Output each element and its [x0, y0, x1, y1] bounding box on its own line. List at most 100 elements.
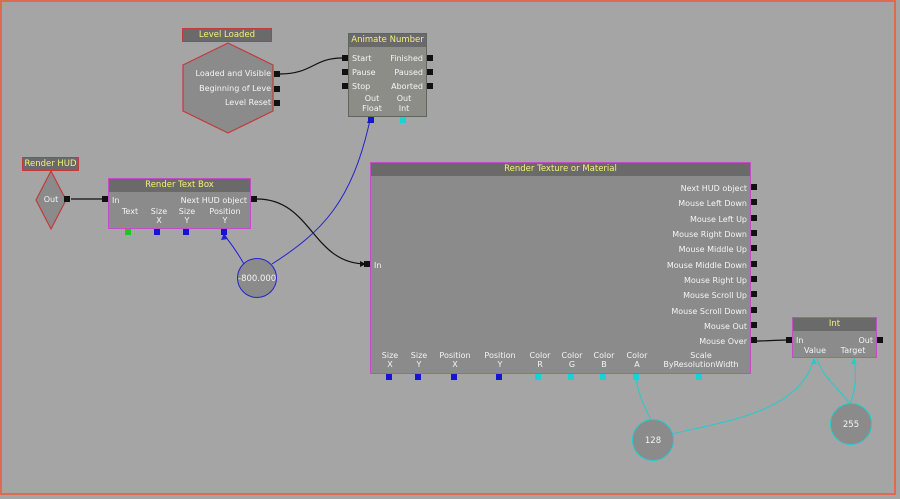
output-plug-int-out[interactable]: [877, 337, 883, 343]
level-loaded-event-body[interactable]: [182, 42, 274, 134]
output-plug-mouse-middle-down[interactable]: [751, 261, 757, 267]
var-link-scale[interactable]: [696, 374, 702, 380]
arrow-int-value: [811, 358, 817, 364]
var-link-color-a[interactable]: [633, 374, 639, 380]
int-variable-255-node[interactable]: 255: [830, 403, 872, 445]
var-link-animate-out-float[interactable]: [368, 117, 374, 123]
text-box-var-text: Text: [121, 207, 139, 216]
output-plug-mouse-scroll-up[interactable]: [751, 291, 757, 297]
animate-in-stop: Stop: [352, 82, 371, 91]
texture-var-size-x-l1: Size: [381, 351, 399, 360]
text-box-var-size-x-l1: Size: [150, 207, 168, 216]
output-plug-mouse-left-down[interactable]: [751, 199, 757, 205]
text-box-var-position-l1: Position: [209, 207, 241, 216]
render-hud-out-label: Out: [43, 195, 59, 204]
output-plug-mouse-out[interactable]: [751, 322, 757, 328]
animate-number-node[interactable]: Animate Number Start Pause Stop Finished…: [348, 33, 427, 117]
texture-var-color-a-l1: Color: [626, 351, 648, 360]
texture-var-size-x-l2: X: [387, 360, 393, 369]
output-plug-loaded-and-visible[interactable]: [274, 71, 280, 77]
texture-var-color-r-l2: R: [537, 360, 543, 369]
int-node-title: Int: [793, 318, 876, 331]
animate-var-out-int-line1: Out: [396, 94, 412, 103]
render-hud-event-body[interactable]: [35, 170, 67, 230]
output-plug-level-reset[interactable]: [274, 100, 280, 106]
output-plug-animate-finished[interactable]: [427, 55, 433, 61]
input-plug-animate-start[interactable]: [342, 55, 348, 61]
output-plug-mouse-right-up[interactable]: [751, 276, 757, 282]
float-variable-node[interactable]: -800.000: [237, 258, 277, 298]
texture-var-size-y-l1: Size: [410, 351, 428, 360]
input-plug-texture-in[interactable]: [364, 261, 370, 267]
texture-var-color-g-l1: Color: [561, 351, 583, 360]
int-variable-128-node[interactable]: 128: [632, 419, 674, 461]
texture-var-color-a-l2: A: [634, 360, 640, 369]
var-link-color-r[interactable]: [535, 374, 541, 380]
render-text-box-node[interactable]: Render Text Box In Next HUD object Text …: [108, 178, 251, 229]
animate-var-out-float-line1: Out: [364, 94, 380, 103]
var-link-texture-pos-x[interactable]: [451, 374, 457, 380]
output-plug-mouse-middle-up[interactable]: [751, 245, 757, 251]
output-plug-render-hud-out[interactable]: [64, 196, 70, 202]
input-plug-int-in[interactable]: [786, 337, 792, 343]
int-var-value-label: Value: [804, 346, 826, 355]
int-in-label: In: [796, 336, 804, 345]
var-link-text-size-x[interactable]: [154, 229, 160, 235]
wire-float-to-position-y: [223, 234, 245, 265]
texture-var-pos-x-l2: X: [452, 360, 458, 369]
int-var-target-label: Target: [840, 346, 866, 355]
output-plug-animate-paused[interactable]: [427, 69, 433, 75]
texture-out-mouse-middle-down: Mouse Middle Down: [666, 261, 747, 270]
render-texture-node[interactable]: Render Texture or Material In Next HUD o…: [370, 162, 751, 374]
texture-var-size-y-l2: Y: [416, 360, 422, 369]
input-plug-animate-stop[interactable]: [342, 83, 348, 89]
wire-255-to-int-target-2: [849, 357, 856, 405]
var-link-texture-size-y[interactable]: [415, 374, 421, 380]
render-texture-title: Render Texture or Material: [371, 163, 750, 176]
wire-level-loaded-to-animate-start: [279, 57, 343, 75]
output-plug-mouse-scroll-down[interactable]: [751, 307, 757, 313]
var-link-text-size-y[interactable]: [183, 229, 189, 235]
int-node[interactable]: Int In Out Value Target: [792, 317, 877, 358]
animate-number-title: Animate Number: [349, 34, 426, 47]
var-link-text-position-y[interactable]: [221, 229, 227, 235]
text-box-var-position-l2: Y: [222, 216, 228, 225]
texture-out-mouse-scroll-down: Mouse Scroll Down: [671, 307, 747, 316]
output-plug-animate-aborted[interactable]: [427, 83, 433, 89]
render-hud-title[interactable]: Render HUD: [22, 157, 79, 171]
text-box-var-size-y-l2: Y: [184, 216, 190, 225]
texture-var-color-r-l1: Color: [529, 351, 551, 360]
texture-var-color-b-l2: B: [601, 360, 607, 369]
wire-float-to-animate-out: [271, 119, 371, 265]
output-plug-text-box-next[interactable]: [251, 196, 257, 202]
var-link-color-g[interactable]: [568, 374, 574, 380]
output-plug-mouse-left-up[interactable]: [751, 215, 757, 221]
wire-128-to-color-a: [635, 377, 653, 423]
texture-out-mouse-middle-up: Mouse Middle Up: [678, 245, 747, 254]
texture-out-mouse-left-down: Mouse Left Down: [678, 199, 747, 208]
animate-var-out-int-line2: Int: [398, 104, 410, 113]
var-link-color-b[interactable]: [600, 374, 606, 380]
wire-text-box-to-texture: [256, 198, 367, 265]
input-plug-text-box-in[interactable]: [102, 196, 108, 202]
output-plug-next-hud[interactable]: [751, 184, 757, 190]
texture-out-next-hud: Next HUD object: [680, 184, 747, 193]
var-link-text[interactable]: [125, 229, 131, 235]
level-loaded-title[interactable]: Level Loaded: [182, 28, 272, 42]
arrow-int-target: [851, 358, 857, 364]
var-link-texture-pos-y[interactable]: [496, 374, 502, 380]
render-text-box-title: Render Text Box: [109, 179, 250, 192]
output-plug-mouse-right-down[interactable]: [751, 230, 757, 236]
texture-var-color-b-l1: Color: [593, 351, 615, 360]
animate-in-pause: Pause: [352, 68, 376, 77]
var-link-animate-out-int[interactable]: [400, 117, 406, 123]
var-link-texture-size-x[interactable]: [386, 374, 392, 380]
input-plug-animate-pause[interactable]: [342, 69, 348, 75]
output-plug-beginning[interactable]: [274, 86, 280, 92]
text-box-in-label: In: [112, 196, 120, 205]
output-plug-mouse-over[interactable]: [751, 337, 757, 343]
text-box-out-label: Next HUD object: [180, 196, 247, 205]
animate-in-start: Start: [352, 54, 372, 63]
texture-out-mouse-scroll-up: Mouse Scroll Up: [683, 291, 747, 300]
